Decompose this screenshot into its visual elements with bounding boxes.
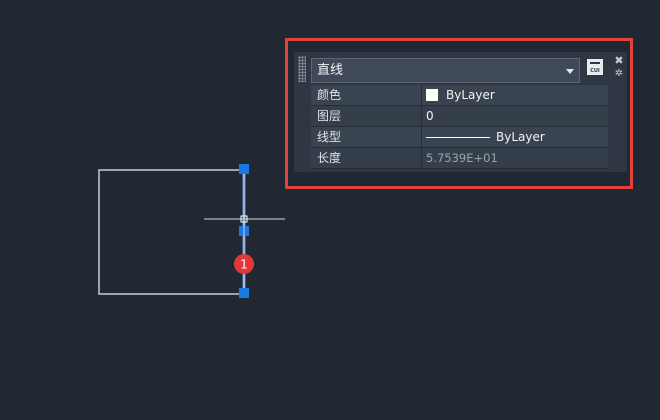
linetype-value-field[interactable]: ByLayer	[422, 127, 608, 148]
crosshair-pickbox	[240, 215, 248, 223]
property-value: 5.7539E+01	[426, 151, 498, 165]
step-marker-number: 1	[240, 258, 248, 272]
property-row-color: 颜色 ByLayer	[311, 85, 608, 106]
color-value-field[interactable]: ByLayer	[422, 85, 608, 106]
annotation-highlight-box	[285, 38, 633, 189]
property-label: 线型	[311, 127, 422, 148]
property-value: ByLayer	[446, 88, 495, 102]
object-type-dropdown[interactable]: 直线	[311, 58, 580, 83]
step-marker	[234, 254, 254, 274]
gear-icon[interactable]: ✲	[614, 68, 624, 79]
properties-grid: 颜色 ByLayer 图层 0 线型 ByLayer 长度 5.7539E+01	[311, 85, 608, 169]
property-value: 0	[426, 109, 434, 123]
cui-label: CUI	[590, 68, 600, 74]
grip-endpoint-bottom[interactable]	[239, 288, 249, 298]
property-row-length: 长度 5.7539E+01	[311, 148, 608, 169]
color-swatch	[426, 89, 438, 101]
length-value-field: 5.7539E+01	[422, 148, 608, 169]
property-value: ByLayer	[496, 130, 545, 144]
property-label: 图层	[311, 106, 422, 127]
property-label: 长度	[311, 148, 422, 169]
layer-value-field[interactable]: 0	[422, 106, 608, 127]
close-icon[interactable]: ✖	[614, 54, 624, 67]
panel-drag-grip[interactable]	[298, 56, 306, 82]
customize-cui-button[interactable]: CUI	[587, 59, 603, 75]
property-row-layer: 图层 0	[311, 106, 608, 127]
grip-endpoint-top[interactable]	[239, 164, 249, 174]
chevron-down-icon	[566, 69, 574, 74]
rectangle-polyline[interactable]	[98, 169, 244, 295]
linetype-preview	[426, 136, 490, 138]
property-label: 颜色	[311, 85, 422, 106]
property-row-linetype: 线型 ByLayer	[311, 127, 608, 148]
object-type-value: 直线	[317, 63, 344, 78]
